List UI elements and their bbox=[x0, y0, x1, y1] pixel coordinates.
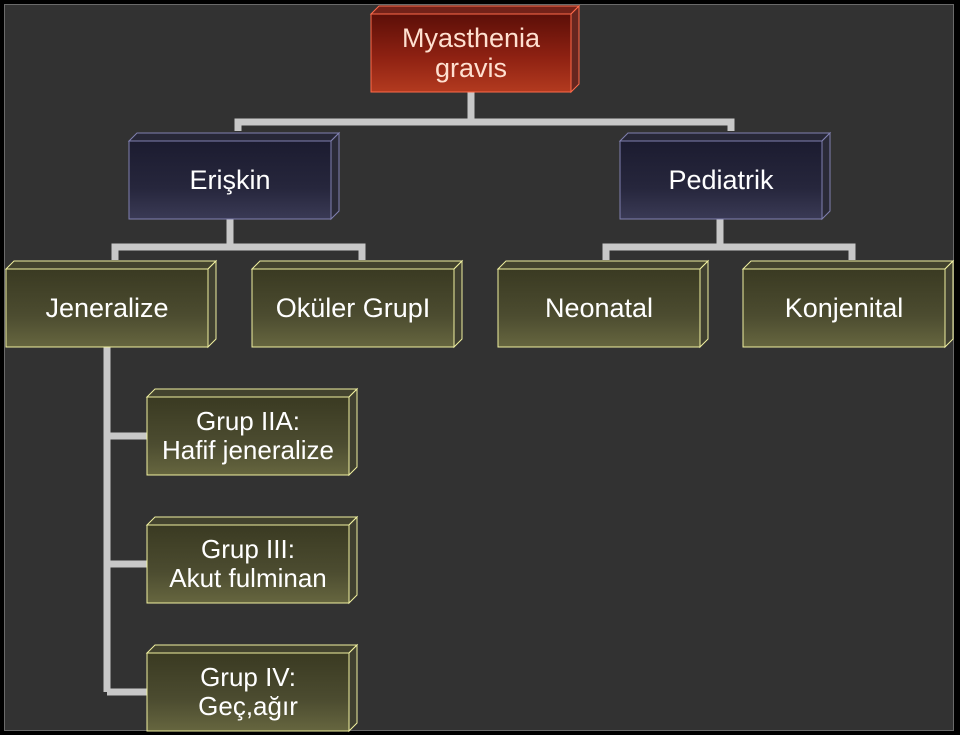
connector-pediatrik-bar bbox=[602, 243, 856, 260]
node-jeneralize-box bbox=[4, 259, 218, 349]
node-konjenital-box bbox=[741, 259, 955, 349]
connector-lines bbox=[103, 92, 856, 696]
node-boxes bbox=[4, 4, 955, 733]
node-neonatal-box bbox=[496, 259, 710, 349]
node-grup-iv-box bbox=[145, 643, 359, 733]
node-root-box bbox=[369, 4, 581, 94]
node-grup-iia-box bbox=[145, 387, 359, 477]
node-grup-iii-box bbox=[145, 515, 359, 605]
connector-level1-bar bbox=[234, 118, 735, 131]
node-eriskin-box bbox=[127, 131, 341, 221]
connector-eriskin-bar bbox=[111, 243, 366, 260]
node-pediatrik-box bbox=[618, 131, 832, 221]
node-okuler-box bbox=[250, 259, 464, 349]
